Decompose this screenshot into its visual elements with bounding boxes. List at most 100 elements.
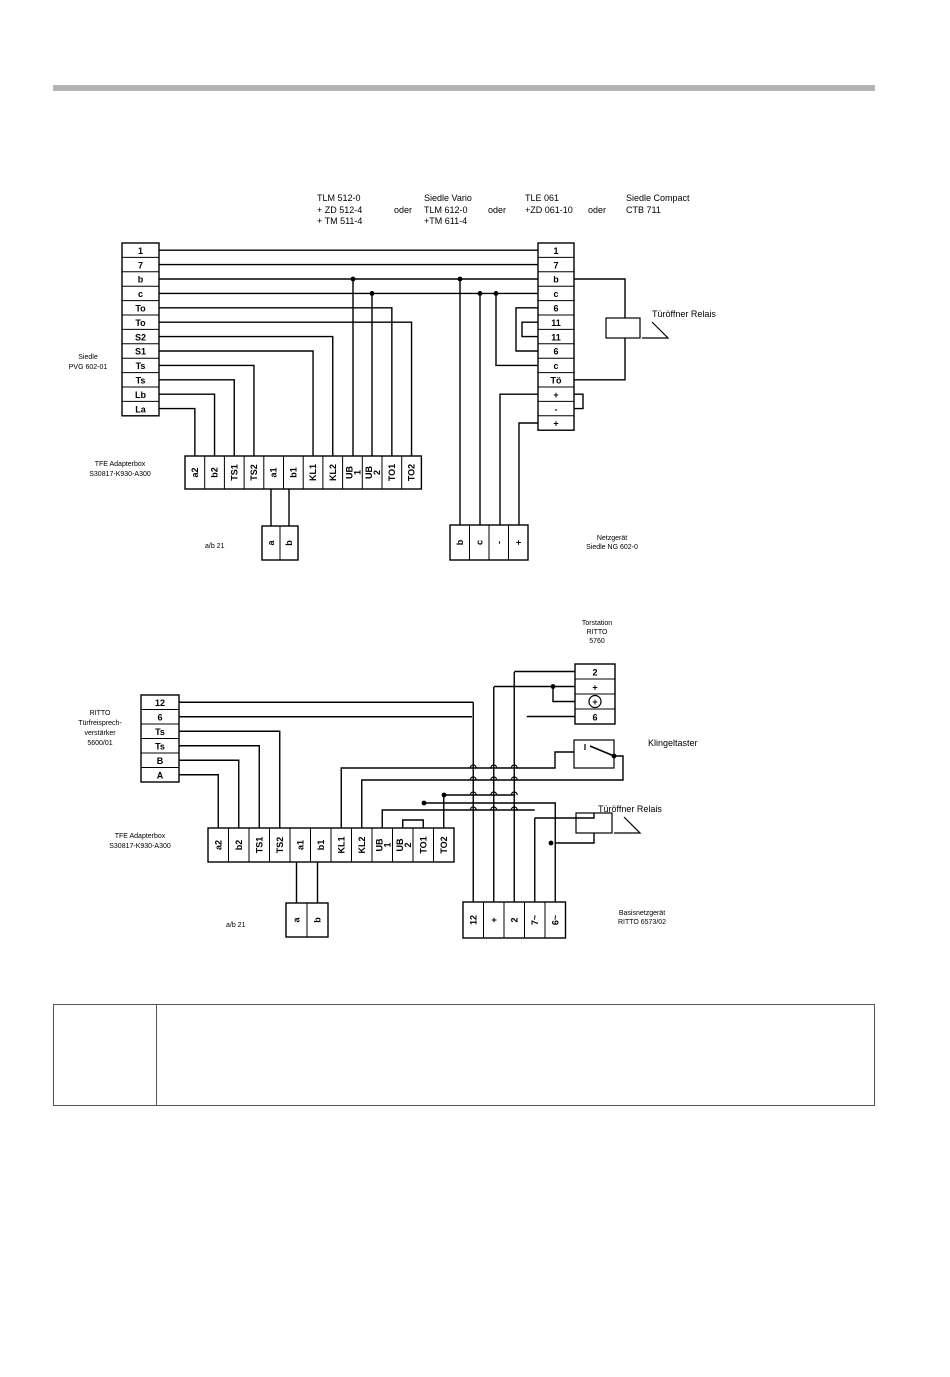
- door-station-terminal-strip-terminal: 11: [551, 332, 561, 342]
- door-opener-relay: [605, 317, 641, 339]
- pvg-terminal-strip-terminal: S1: [135, 347, 146, 357]
- siedle-psu-box-terminal: +: [513, 540, 523, 545]
- page-header-rule: [53, 85, 875, 91]
- wire-relay-b: [574, 278, 626, 318]
- wire-crossover: [469, 791, 477, 796]
- wire-ub2-to1: [402, 819, 424, 828]
- left-unit-label: PVG 602-01: [69, 364, 108, 371]
- tor-plus-symbol: [588, 694, 602, 709]
- wire-to2-bottom: [443, 794, 516, 828]
- wire-crossover: [510, 776, 518, 781]
- oder-label: oder: [588, 205, 606, 215]
- door-station-terminal-strip-terminal: 1: [553, 246, 558, 256]
- wire-relay-to: [574, 338, 626, 381]
- tfe-adapter-box-bottom-terminal: UB: [374, 838, 384, 851]
- torstation-label: 5760: [589, 638, 605, 645]
- wire-ts1: [159, 379, 235, 456]
- door-station-terminal-strip-terminal: -: [555, 404, 558, 414]
- door-station-terminal-strip-terminal: +: [553, 419, 558, 429]
- torstation-label: RITTO: [587, 629, 608, 636]
- ritto-psu-box-terminal: 12: [468, 915, 478, 925]
- wire-ub1-bottom: [381, 809, 535, 828]
- tfe-adapter-box-terminal: a2: [190, 467, 200, 477]
- door-station-terminal-strip-terminal: b: [553, 275, 559, 285]
- ab21-box-terminal: b: [284, 540, 294, 546]
- tfe-adapter-box-bottom-terminal: 1: [382, 842, 392, 847]
- device-sublabel: +ZD 061-10: [525, 205, 573, 215]
- tfe-adapter-box-bottom-terminal: TO2: [439, 836, 449, 853]
- wire-ts1-bottom: [179, 745, 260, 828]
- tfe-adapter-box-terminal: TS1: [229, 464, 239, 481]
- ritto-unit-label: Türfreisprech-: [78, 720, 122, 727]
- relay-contact-symbol-bottom: [614, 816, 642, 834]
- tfe-adapter-box-terminal: UB: [364, 466, 374, 479]
- tfe-adapter-box-bottom-terminal: TS1: [254, 837, 264, 854]
- psu-label-bottom: Basisnetzgerät: [619, 910, 665, 917]
- ritto-unit-label: verstärker: [84, 730, 116, 737]
- wire-ts2-bottom: [179, 730, 281, 828]
- tfe-adapter-box-terminal: TS2: [249, 464, 259, 481]
- ab21-box-bottom-terminal: b: [313, 917, 323, 923]
- tfe-adapter-box-bottom-terminal: b1: [316, 840, 326, 851]
- ritto-psu-box-terminal: 7~: [530, 915, 540, 925]
- info-table: [53, 1004, 875, 1106]
- wire-crossover: [490, 764, 498, 769]
- relay-contact-symbol: [642, 321, 670, 339]
- junction-dot: [441, 792, 447, 798]
- device-sublabel: CTB 711: [626, 205, 661, 215]
- wire-kl2-bell: [361, 755, 624, 828]
- tfe-adapter-box-bottom-terminal: 2: [403, 842, 413, 847]
- torstation-terminal-strip-terminal: +: [592, 683, 597, 693]
- door-station-terminal-strip-terminal: c: [553, 289, 558, 299]
- tfe-adapter-box-bottom-terminal: KL2: [357, 836, 367, 853]
- tfe-adapter-box-bottom-terminal: TO1: [418, 836, 428, 853]
- wire-to1: [159, 307, 393, 456]
- wire-crossover: [469, 806, 477, 811]
- tfe-adapter-box-bottom-terminal: a2: [213, 840, 223, 850]
- pvg-terminal-strip-terminal: S2: [135, 332, 146, 342]
- door-station-terminal-strip-terminal: +: [553, 390, 558, 400]
- psu-label: Netzgerät: [597, 535, 627, 542]
- adapter-label-bottom: S30817-K930-A300: [109, 843, 171, 850]
- pvg-terminal-strip-terminal: Lb: [135, 390, 146, 400]
- oder-label: oder: [488, 205, 506, 215]
- bell-label: Klingeltaster: [648, 738, 698, 748]
- relay-label-bottom: Türöffner Relais: [598, 804, 662, 814]
- pvg-terminal-strip-terminal: c: [138, 289, 143, 299]
- ritto-unit-label: RITTO: [90, 710, 111, 717]
- pvg-terminal-strip-terminal: Ts: [136, 361, 146, 371]
- adapter-label: S30817-K930-A300: [89, 471, 151, 478]
- ab21-label-bottom: a/b 21: [226, 922, 246, 929]
- device-label: Siedle Vario: [424, 193, 472, 203]
- device-label: TLM 512-0: [317, 193, 361, 203]
- device-label: Siedle Compact: [626, 193, 690, 203]
- wire-b-bottom: [179, 759, 240, 828]
- tfe-adapter-box-terminal: KL2: [328, 464, 338, 481]
- wire-crossover: [510, 806, 518, 811]
- door-station-terminal-strip-terminal: 11: [551, 318, 561, 328]
- wire-crossover: [510, 764, 518, 769]
- tfe-adapter-box-terminal: b1: [288, 467, 298, 478]
- adapter-label: TFE Adapterbox: [95, 461, 146, 468]
- wire-relay-feed: [424, 802, 556, 843]
- wire-a-bottom: [179, 774, 219, 828]
- tfe-adapter-box-terminal: TO1: [387, 464, 397, 481]
- siedle-psu-box-terminal: -: [494, 541, 504, 544]
- left-unit-label: Siedle: [78, 354, 98, 361]
- tfe-adapter-box-terminal: a1: [269, 467, 279, 477]
- pvg-terminal-strip-terminal: 1: [138, 246, 143, 256]
- pvg-terminal-strip-terminal: To: [135, 318, 146, 328]
- torstation-label: Torstation: [582, 620, 612, 627]
- pvg-terminal-strip-terminal: Ts: [136, 376, 146, 386]
- psu-label-bottom: RITTO 6573/02: [618, 919, 666, 926]
- ritto-terminal-strip-terminal: 12: [155, 698, 165, 708]
- wire-loop-6: [515, 307, 538, 352]
- info-table-label-cell: [54, 1005, 157, 1105]
- siedle-psu-box-terminal: b: [455, 539, 465, 545]
- pvg-terminal-strip-terminal: 7: [138, 260, 143, 270]
- door-station-terminal-strip-terminal: 6: [553, 347, 558, 357]
- device-label: TLE 061: [525, 193, 559, 203]
- tfe-adapter-box-bottom-terminal: a1: [295, 840, 305, 850]
- ab21-label: a/b 21: [205, 543, 225, 550]
- pvg-terminal-strip-terminal: To: [135, 304, 146, 314]
